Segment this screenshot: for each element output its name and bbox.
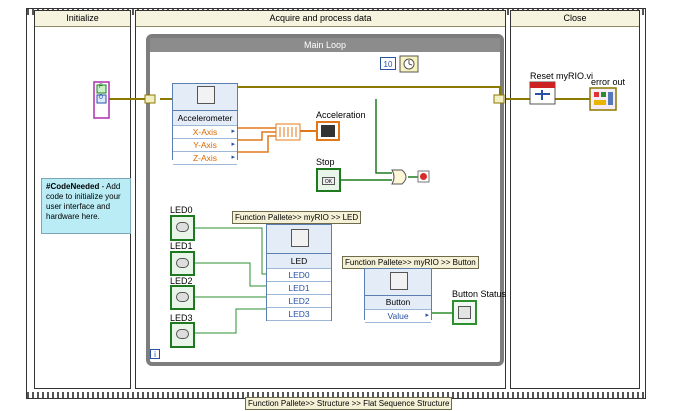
led-input-2[interactable]: LED2 (267, 295, 331, 308)
button-title: Button (365, 296, 431, 310)
reset-myrio-label: Reset myRIO.vi (530, 71, 594, 81)
init-constant-value: 0 (99, 94, 103, 101)
error-wire (109, 86, 501, 100)
accelerometer-icon (197, 86, 215, 104)
wait-constant[interactable]: 10 (380, 57, 396, 70)
led-icon (291, 229, 309, 247)
button-header (365, 269, 431, 296)
frame-close[interactable]: Close (510, 10, 640, 389)
graph-icon (321, 125, 335, 137)
frame-initialize-title: Initialize (35, 11, 130, 27)
x-axis-label: X-Axis (192, 127, 218, 137)
axis-wire-y (238, 131, 276, 141)
led-input-0[interactable]: LED0 (267, 269, 331, 282)
stop-button[interactable]: OK (316, 168, 341, 192)
y-axis-label: Y-Axis (193, 140, 217, 150)
comment-text: - Add code to initialize your user inter… (46, 182, 121, 221)
button-status-label: Button Status (452, 289, 507, 299)
led-express-vi[interactable]: LED LED0 LED1 LED2 LED3 (266, 224, 332, 321)
iteration-terminal: i (150, 349, 160, 359)
button-express-vi[interactable]: Button Value▸ (364, 268, 432, 323)
led0-wire (195, 227, 266, 275)
accelerometer-express-vi[interactable]: Accelerometer X-Axis▸ Y-Axis▸ Z-Axis▸ (172, 83, 238, 165)
button-value-label: Value (387, 311, 409, 321)
button-icon (390, 272, 408, 290)
led3-wire (195, 308, 266, 334)
led3-switch-icon (176, 329, 189, 339)
led2-switch-icon (176, 292, 189, 302)
film-strip-bottom (27, 392, 645, 398)
accelerometer-title: Accelerometer (173, 111, 237, 126)
status-wire (375, 99, 392, 174)
led1-switch-icon (176, 258, 189, 268)
led-title: LED (267, 254, 331, 269)
z-axis-label: Z-Axis (192, 153, 218, 163)
accelerometer-y-output[interactable]: Y-Axis▸ (173, 139, 237, 152)
led-indicator-icon (458, 306, 471, 319)
error-tunnel-left (144, 94, 156, 104)
or-gate-icon (391, 169, 407, 185)
stop-label: Stop (316, 157, 335, 167)
led1-wire (195, 262, 266, 287)
frame-acquire-title: Acquire and process data (136, 11, 505, 27)
led-header (267, 225, 331, 254)
init-constant-bool: F (99, 84, 103, 90)
error-out-label: error out (591, 77, 626, 87)
led3-control[interactable] (170, 322, 195, 348)
acceleration-label: Acceleration (316, 110, 366, 120)
led2-control[interactable] (170, 285, 195, 310)
led2-label: LED2 (170, 276, 193, 286)
led0-label: LED0 (170, 205, 193, 215)
button-value-output[interactable]: Value▸ (365, 310, 431, 323)
axis-wire-z (238, 135, 276, 153)
accelerometer-z-output[interactable]: Z-Axis▸ (173, 152, 237, 165)
led0-switch-icon (176, 222, 189, 232)
frame-close-title: Close (511, 11, 639, 27)
structure-palette-note: Function Pallete>> Structure >> Flat Seq… (245, 397, 453, 410)
accelerometer-x-output[interactable]: X-Axis▸ (173, 126, 237, 139)
main-loop-title: Main Loop (150, 38, 500, 52)
led3-label: LED3 (170, 313, 193, 323)
led0-control[interactable] (170, 215, 195, 241)
code-needed-comment[interactable]: #CodeNeeded - Add code to initialize you… (41, 178, 131, 234)
led-palette-note: Function Pallete>> myRIO >> LED (232, 211, 362, 224)
error-tunnel-right (493, 94, 505, 104)
led1-control[interactable] (170, 251, 195, 276)
led-input-1[interactable]: LED1 (267, 282, 331, 295)
stop-button-face: OK (322, 177, 335, 185)
button-status-indicator[interactable] (452, 300, 477, 325)
led-input-3[interactable]: LED3 (267, 308, 331, 321)
accelerometer-header (173, 84, 237, 111)
comment-tag: #CodeNeeded (46, 182, 100, 191)
led1-label: LED1 (170, 241, 193, 251)
acceleration-graph[interactable] (316, 121, 340, 141)
